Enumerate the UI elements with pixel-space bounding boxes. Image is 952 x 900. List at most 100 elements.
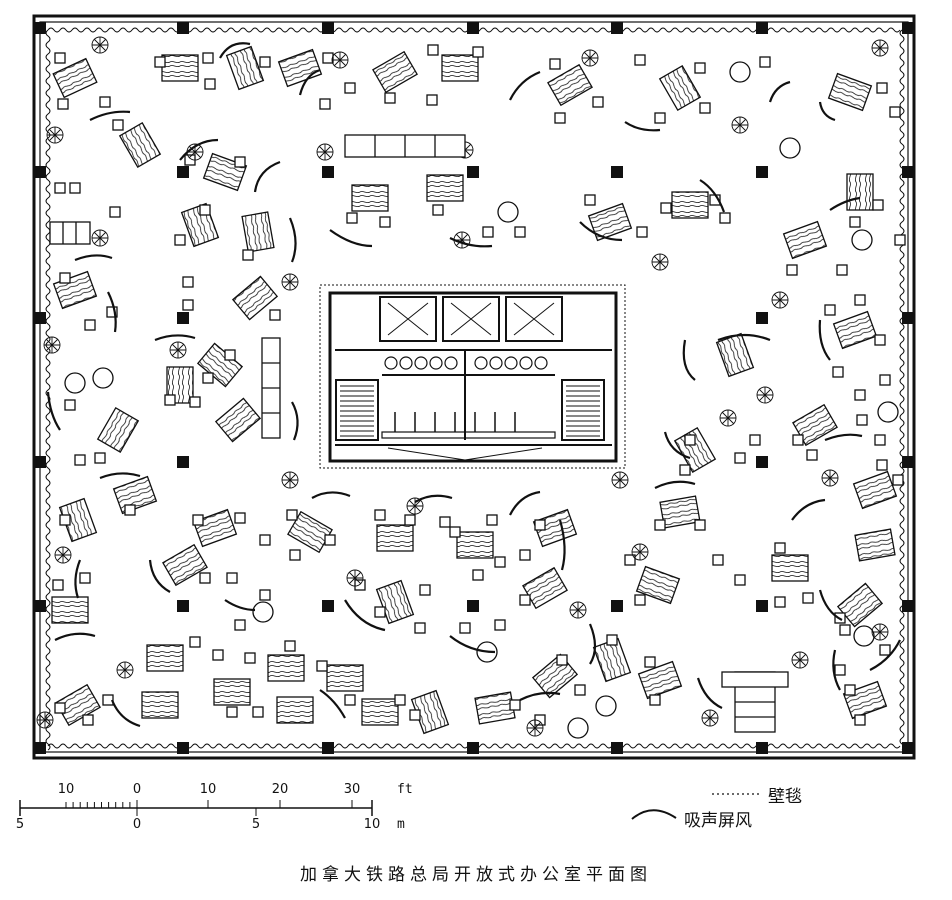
- tapestry-panels: [49, 134, 789, 733]
- chair: [834, 664, 846, 676]
- column: [902, 22, 914, 34]
- column: [34, 166, 46, 178]
- column: [756, 600, 768, 612]
- chair: [549, 58, 561, 70]
- chair: [876, 459, 888, 471]
- desk: [326, 664, 364, 692]
- plant: [631, 543, 649, 561]
- structural-columns: [34, 22, 914, 754]
- chair: [774, 596, 786, 608]
- column: [467, 600, 479, 612]
- chair: [712, 554, 724, 566]
- desk: [231, 275, 279, 321]
- chair: [879, 374, 891, 386]
- acoustic-screen: [579, 221, 623, 242]
- acoustic-screen: [699, 179, 726, 213]
- column: [611, 600, 623, 612]
- acoustic-screen: [663, 431, 691, 460]
- chair: [99, 96, 111, 108]
- desk: [474, 691, 516, 725]
- chair: [649, 694, 661, 706]
- plant: [169, 341, 187, 359]
- chair: [316, 660, 328, 672]
- column: [611, 22, 623, 34]
- chair: [806, 449, 818, 461]
- chair: [486, 514, 498, 526]
- chair: [189, 396, 201, 408]
- desk: [225, 45, 265, 91]
- plant: [46, 126, 64, 144]
- column: [902, 742, 914, 754]
- acoustic-screen: [219, 42, 251, 59]
- round-table: [851, 229, 873, 251]
- chair: [384, 92, 396, 104]
- chair: [734, 574, 746, 586]
- chair: [54, 182, 66, 194]
- chair: [106, 306, 118, 318]
- column: [902, 456, 914, 468]
- desk: [166, 366, 194, 404]
- column: [467, 166, 479, 178]
- ft-tick-label: 20: [271, 782, 289, 797]
- ft-unit-label: ft: [397, 782, 413, 797]
- chair: [759, 56, 771, 68]
- chair: [419, 584, 431, 596]
- column: [322, 600, 334, 612]
- chair: [636, 226, 648, 238]
- chair: [182, 299, 194, 311]
- chair: [554, 112, 566, 124]
- desk: [637, 660, 683, 700]
- chair: [52, 579, 64, 591]
- chair: [374, 509, 386, 521]
- column: [34, 22, 46, 34]
- chair: [534, 519, 546, 531]
- chair: [699, 102, 711, 114]
- column: [34, 312, 46, 324]
- column: [467, 742, 479, 754]
- desk: [531, 653, 579, 699]
- plant: [791, 651, 809, 669]
- plant: [281, 273, 299, 291]
- desk: [441, 54, 479, 82]
- desk: [214, 397, 262, 443]
- screen-legend-label: 吸声屏风: [684, 811, 752, 831]
- carpet-legend-label: 壁毯: [768, 787, 802, 807]
- chair: [839, 624, 851, 636]
- column: [756, 312, 768, 324]
- chair: [872, 199, 884, 211]
- column: [756, 166, 768, 178]
- chair: [654, 519, 666, 531]
- acoustic-screen: [291, 401, 299, 441]
- acoustic-screen: [54, 632, 96, 641]
- acoustic-screen: [319, 689, 346, 719]
- plant: [186, 143, 204, 161]
- acoustic-screen: [329, 229, 373, 248]
- chair: [226, 706, 238, 718]
- chair: [404, 514, 416, 526]
- desk: [827, 72, 873, 112]
- chair: [322, 52, 334, 64]
- chair: [234, 512, 246, 524]
- round-table: [595, 695, 617, 717]
- acoustic-screen: [110, 699, 141, 728]
- plant: [54, 546, 72, 564]
- chair: [394, 694, 406, 706]
- chair: [59, 514, 71, 526]
- plant: [771, 291, 789, 309]
- round-table: [779, 137, 801, 159]
- round-table: [567, 717, 589, 739]
- desk-clusters: [51, 45, 898, 735]
- chair: [844, 684, 856, 696]
- acoustic-screen: [311, 491, 351, 499]
- screen-legend-symbol: [631, 809, 677, 820]
- chair: [252, 706, 264, 718]
- chair: [102, 694, 114, 706]
- chair: [574, 684, 586, 696]
- chair: [874, 434, 886, 446]
- chair: [556, 654, 568, 666]
- chair: [694, 62, 706, 74]
- column: [756, 742, 768, 754]
- desk: [146, 644, 184, 672]
- chair: [409, 709, 421, 721]
